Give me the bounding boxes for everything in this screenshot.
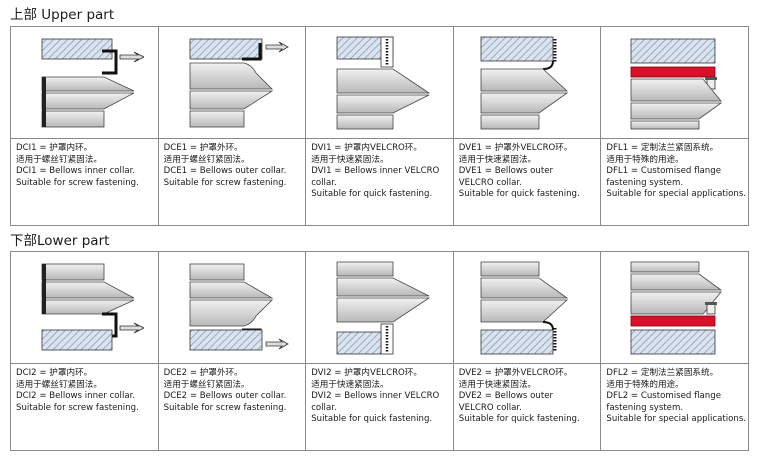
upper-item-dve1: DVE1 = 护罩外VELCRO环。 适用于快速紧固法。 DVE1 = Bell…: [453, 27, 602, 226]
upper-item-dvi1: DVI1 = 护罩内VELCRO环。 适用于快速紧固法。 DVI1 = Bell…: [306, 27, 454, 225]
caption-dve2: DVE2 = 护罩外VELCRO环。 适用于快速紧固法。 DVE2 = Bell…: [453, 363, 601, 451]
caption-dfl2: DFL2 = 定制法兰紧固系统。 适用于特殊的用途。 DFL2 = Custom…: [601, 363, 748, 451]
diagram-dci2: [11, 252, 158, 363]
caption-dvi2: DVI2 = 护罩内VELCRO环。 适用于快速紧固法。 DVI2 = Bell…: [306, 363, 453, 451]
diagram-dve2: [454, 252, 601, 363]
lower-item-dve2: DVE2 = 护罩外VELCRO环。 适用于快速紧固法。 DVE2 = Bell…: [453, 252, 602, 451]
upper-item-dfl1: DFL1 = 定制法兰紧固系统。 适用于特殊的用途。 DFL1 = Custom…: [601, 27, 748, 225]
section-title-lower: 下部Lower part: [10, 233, 110, 249]
upper-grid: DCI1 = 护罩内环。 适用于螺丝钉紧固法。 DCI1 = Bellows i…: [10, 26, 749, 226]
caption-dvi1: DVI1 = 护罩内VELCRO环。 适用于快速紧固法。 DVI1 = Bell…: [306, 138, 453, 226]
caption-dce1: DCE1 = 护罩外环。 适用于螺丝钉紧固法。 DCE1 = Bellows o…: [158, 138, 306, 226]
lower-item-dvi2: DVI2 = 护罩内VELCRO环。 适用于快速紧固法。 DVI2 = Bell…: [306, 252, 454, 450]
diagram-dfl2: [601, 252, 748, 363]
upper-item-dci1: DCI1 = 护罩内环。 适用于螺丝钉紧固法。 DCI1 = Bellows i…: [11, 27, 159, 225]
caption-dci1: DCI1 = 护罩内环。 适用于螺丝钉紧固法。 DCI1 = Bellows i…: [11, 138, 158, 226]
upper-item-dce1: DCE1 = 护罩外环。 适用于螺丝钉紧固法。 DCE1 = Bellows o…: [158, 27, 307, 226]
section-title-upper: 上部 Upper part: [10, 7, 115, 23]
diagram-dvi2: [306, 252, 453, 363]
diagram-dci1: [11, 27, 158, 138]
diagram-dvi1: [306, 27, 453, 138]
caption-dve1: DVE1 = 护罩外VELCRO环。 适用于快速紧固法。 DVE1 = Bell…: [453, 138, 601, 226]
diagram-dfl1: [601, 27, 748, 138]
diagram-dce1: [159, 27, 306, 138]
diagram-dce2: [159, 252, 306, 363]
lower-item-dfl2: DFL2 = 定制法兰紧固系统。 适用于特殊的用途。 DFL2 = Custom…: [601, 252, 748, 450]
caption-dci2: DCI2 = 护罩内环。 适用于螺丝钉紧固法。 DCI2 = Bellows i…: [11, 363, 158, 451]
caption-dfl1: DFL1 = 定制法兰紧固系统。 适用于特殊的用途。 DFL1 = Custom…: [601, 138, 748, 226]
lower-grid: DCI2 = 护罩内环。 适用于螺丝钉紧固法。 DCI2 = Bellows i…: [10, 251, 749, 451]
diagram-dve1: [454, 27, 601, 138]
caption-dce2: DCE2 = 护罩外环。 适用于螺丝钉紧固法。 DCE2 = Bellows o…: [158, 363, 306, 451]
lower-item-dci2: DCI2 = 护罩内环。 适用于螺丝钉紧固法。 DCI2 = Bellows i…: [11, 252, 159, 450]
lower-item-dce2: DCE2 = 护罩外环。 适用于螺丝钉紧固法。 DCE2 = Bellows o…: [158, 252, 307, 451]
